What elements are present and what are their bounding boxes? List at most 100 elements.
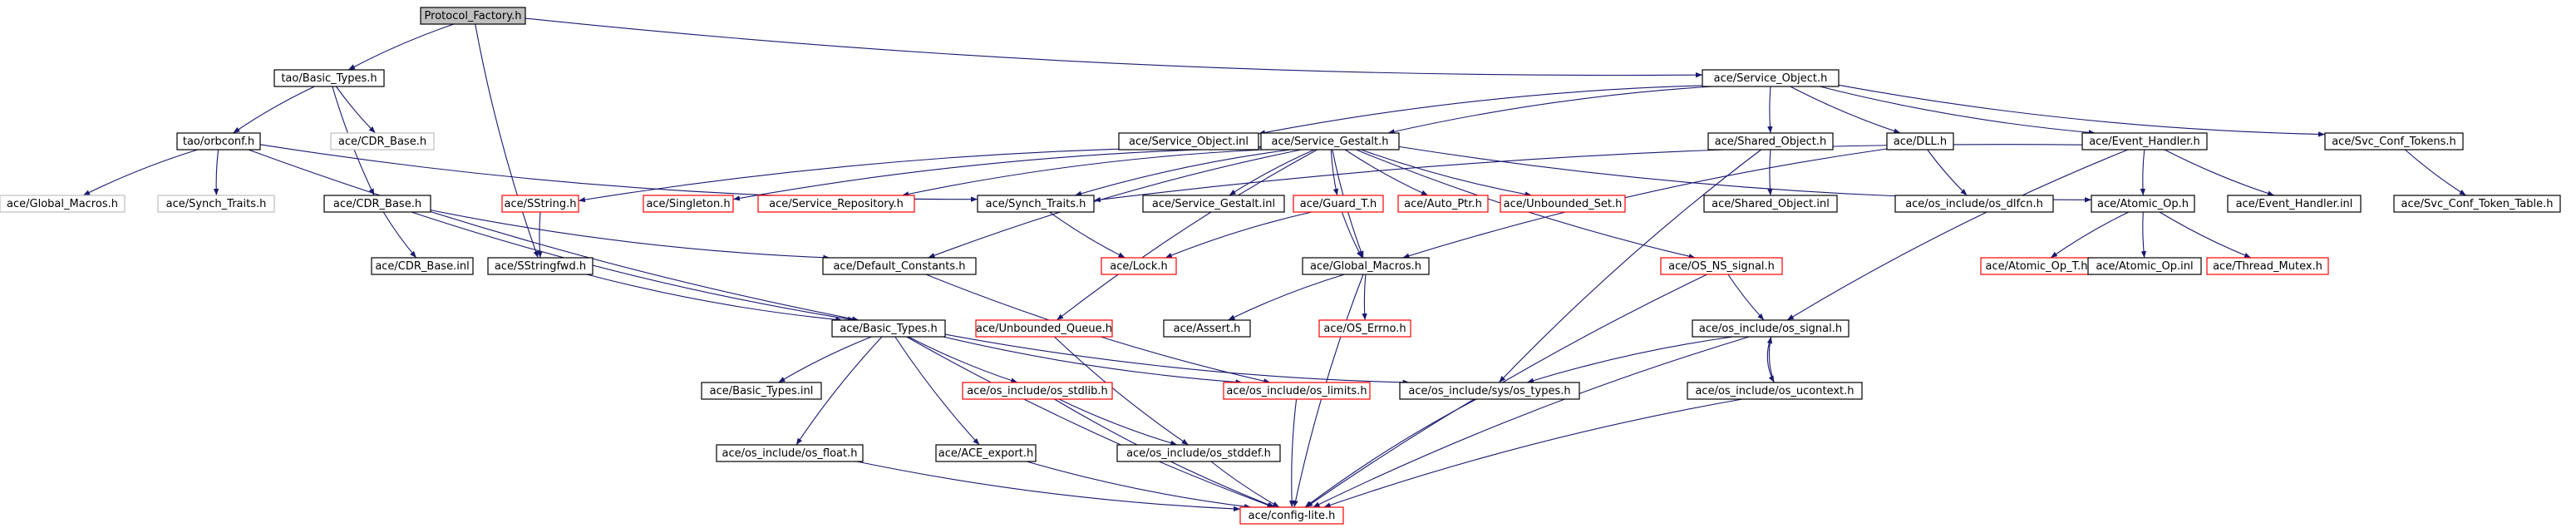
node-ace_dll[interactable]: ace/DLL.h xyxy=(1886,132,1954,151)
node-label: ace/Svc_Conf_Token_Table.h xyxy=(2401,198,2554,210)
node-label: ace/os_include/sys/os_types.h xyxy=(1408,385,1570,397)
node-tao_basic[interactable]: tao/Basic_Types.h xyxy=(273,69,385,87)
node-box xyxy=(1397,195,1489,213)
edge-ace_osucontext-to-ace_configlite xyxy=(1323,398,1743,508)
edge-ace_sg-to-ace_svcrepo xyxy=(902,149,1264,197)
edge-ace_synch-to-ace_lock xyxy=(1049,211,1125,259)
node-box xyxy=(1702,69,1840,87)
node-ace_globalmacros[interactable]: ace/Global_Macros.h xyxy=(1302,257,1430,275)
node-ace_guard[interactable]: ace/Guard_T.h xyxy=(1293,195,1384,213)
node-ace_osstdlib[interactable]: ace/os_include/os_stdlib.h xyxy=(962,382,1113,400)
node-ace_sg_inl[interactable]: ace/Service_Gestalt.inl xyxy=(1142,195,1285,213)
node-tao_orbconf[interactable]: tao/orbconf.h xyxy=(176,132,261,151)
node-ace_oserrno[interactable]: ace/OS_Errno.h xyxy=(1318,319,1411,338)
edge-ace_atomic-to-ace_thrmutex xyxy=(2159,211,2252,259)
node-label: ace/SStringfwd.h xyxy=(495,260,586,273)
edge-ace_basic-to-ace_configlite xyxy=(906,336,1274,508)
node-ace_autoptr[interactable]: ace/Auto_Ptr.h xyxy=(1397,195,1489,213)
node-ace_ostypes[interactable]: ace/os_include/sys/os_types.h xyxy=(1399,382,1580,400)
node-ace_singleton[interactable]: ace/Singleton.h xyxy=(643,195,734,213)
edge-ace_cdr-to-ace_cdr_inl xyxy=(382,211,417,259)
node-ace_svctoktab[interactable]: ace/Svc_Conf_Token_Table.h xyxy=(2393,195,2561,213)
node-root[interactable]: Protocol_Factory.h xyxy=(420,7,526,25)
node-box xyxy=(420,7,526,25)
node-box xyxy=(2081,132,2208,151)
node-ace_synch[interactable]: ace/Synch_Traits.h xyxy=(977,195,1095,213)
node-ace_shared[interactable]: ace/Shared_Object.h xyxy=(1707,132,1834,151)
node-ace_so[interactable]: ace/Service_Object.h xyxy=(1702,69,1840,87)
edge-ace_cdr-to-ace_defconst xyxy=(430,210,830,260)
node-ace_eh_inl[interactable]: ace/Event_Handler.inl xyxy=(2227,195,2362,213)
node-ace_lock[interactable]: ace/Lock.h xyxy=(1101,257,1177,275)
edge-tao_basic-to-tao_orbconf xyxy=(233,86,315,134)
node-label: ace/DLL.h xyxy=(1894,136,1947,148)
node-ace_globalmacros_gray[interactable]: ace/Global_Macros.h xyxy=(0,195,126,213)
node-ace_eh[interactable]: ace/Event_Handler.h xyxy=(2081,132,2208,151)
node-ace_shared_inl[interactable]: ace/Shared_Object.inl xyxy=(1703,195,1838,213)
node-label: ace/Default_Constants.h xyxy=(833,260,965,273)
node-ace_osucontext[interactable]: ace/os_include/os_ucontext.h xyxy=(1687,382,1863,400)
node-box xyxy=(1687,382,1863,400)
edge-ace_so-to-ace_dll xyxy=(1790,86,1901,134)
node-ace_osfloat[interactable]: ace/os_include/os_float.h xyxy=(716,444,864,462)
node-label: ace/Atomic_Op_T.h xyxy=(1986,260,2088,273)
edge-ace_so-to-ace_svctok xyxy=(1838,84,2326,137)
node-ace_oslimits[interactable]: ace/os_include/os_limits.h xyxy=(1223,382,1371,400)
node-ace_svctok[interactable]: ace/Svc_Conf_Tokens.h xyxy=(2324,132,2464,151)
node-ace_basic[interactable]: ace/Basic_Types.h xyxy=(831,319,946,338)
node-ace_thrmutex[interactable]: ace/Thread_Mutex.h xyxy=(2206,257,2329,275)
node-label: ace/Auto_Ptr.h xyxy=(1404,198,1482,210)
edge-ace_globalmacros-to-ace_oserrno xyxy=(1362,274,1367,321)
edge-ace_sg-to-ace_synch xyxy=(1075,149,1291,196)
node-ace_cdr[interactable]: ace/CDR_Base.h xyxy=(323,195,431,213)
node-label: ace/Synch_Traits.h xyxy=(166,198,267,210)
node-ace_cdr_gray[interactable]: ace/CDR_Base.h xyxy=(330,132,435,151)
node-box xyxy=(643,195,734,213)
node-ace_atomic[interactable]: ace/Atomic_Op.h xyxy=(2091,195,2195,213)
edge-ace_so-to-ace_sg xyxy=(1387,86,1713,135)
nodes: Protocol_Factory.h tao/Basic_Types.h ace/S… xyxy=(0,7,2561,525)
node-label: ace/Lock.h xyxy=(1110,260,1168,273)
node-ace_defconst[interactable]: ace/Default_Constants.h xyxy=(822,257,977,275)
node-ace_atomic_t[interactable]: ace/Atomic_Op_T.h xyxy=(1980,257,2093,275)
node-box xyxy=(1163,319,1251,338)
edge-ace_sg-to-ace_unbset xyxy=(1361,149,1532,197)
node-ace_sstring[interactable]: ace/SString.h xyxy=(501,195,579,213)
node-ace_dlfcn[interactable]: ace/os_include/os_dlfcn.h xyxy=(1894,195,2054,213)
node-ace_export[interactable]: ace/ACE_export.h xyxy=(935,444,1037,462)
node-ace_osns[interactable]: ace/OS_NS_signal.h xyxy=(1660,257,1783,275)
node-box xyxy=(975,319,1113,338)
node-box xyxy=(822,257,977,275)
edge-ace_osfloat-to-ace_configlite xyxy=(856,461,1241,512)
node-ace_atomic_inl[interactable]: ace/Atomic_Op.inl xyxy=(2087,257,2202,275)
edge-ace_sg-to-ace_defconst xyxy=(928,149,1302,259)
node-ace_ossignal[interactable]: ace/os_include/os_signal.h xyxy=(1692,319,1849,338)
node-ace_svcrepo[interactable]: ace/Service_Repository.h xyxy=(757,195,915,213)
node-ace_synch_gray[interactable]: ace/Synch_Traits.h xyxy=(157,195,275,213)
edge-ace_shared-to-ace_ostypes xyxy=(1498,149,1762,383)
node-ace_cdr_inl[interactable]: ace/CDR_Base.inl xyxy=(371,257,474,275)
node-ace_unbqueue[interactable]: ace/Unbounded_Queue.h xyxy=(975,319,1113,338)
node-ace_sg[interactable]: ace/Service_Gestalt.h xyxy=(1260,132,1400,151)
edge-ace_sg-to-ace_sg_inl xyxy=(1229,149,1315,196)
node-ace_assert[interactable]: ace/Assert.h xyxy=(1163,319,1251,338)
node-ace_configlite[interactable]: ace/config-lite.h xyxy=(1239,506,1344,525)
edge-ace_sg-to-ace_singleton xyxy=(732,147,1262,201)
edge-ace_eh-to-ace_eh_inl xyxy=(2164,149,2275,196)
node-ace_so_inl[interactable]: ace/Service_Object.inl xyxy=(1118,132,1259,151)
node-ace_sstringfwd[interactable]: ace/SStringfwd.h xyxy=(487,257,594,275)
node-ace_unbset[interactable]: ace/Unbounded_Set.h xyxy=(1500,195,1626,213)
node-label: ace/os_include/os_stddef.h xyxy=(1126,447,1271,460)
edge-ace_guard-to-ace_lock xyxy=(1165,211,1313,259)
node-label: ace/OS_Errno.h xyxy=(1323,323,1406,335)
node-box xyxy=(330,132,435,151)
edge-ace_basic-to-ace_basic_inl xyxy=(778,336,872,383)
node-ace_basic_inl[interactable]: ace/Basic_Types.inl xyxy=(701,382,822,400)
edge-ace_ossignal-to-ace_ostypes xyxy=(1526,336,1734,383)
node-label: ace/Event_Handler.inl xyxy=(2236,198,2353,210)
node-box xyxy=(487,257,594,275)
node-ace_osstddef[interactable]: ace/os_include/os_stddef.h xyxy=(1116,444,1281,462)
node-label: ace/CDR_Base.h xyxy=(338,136,426,148)
node-label: ace/Service_Object.inl xyxy=(1129,136,1249,148)
